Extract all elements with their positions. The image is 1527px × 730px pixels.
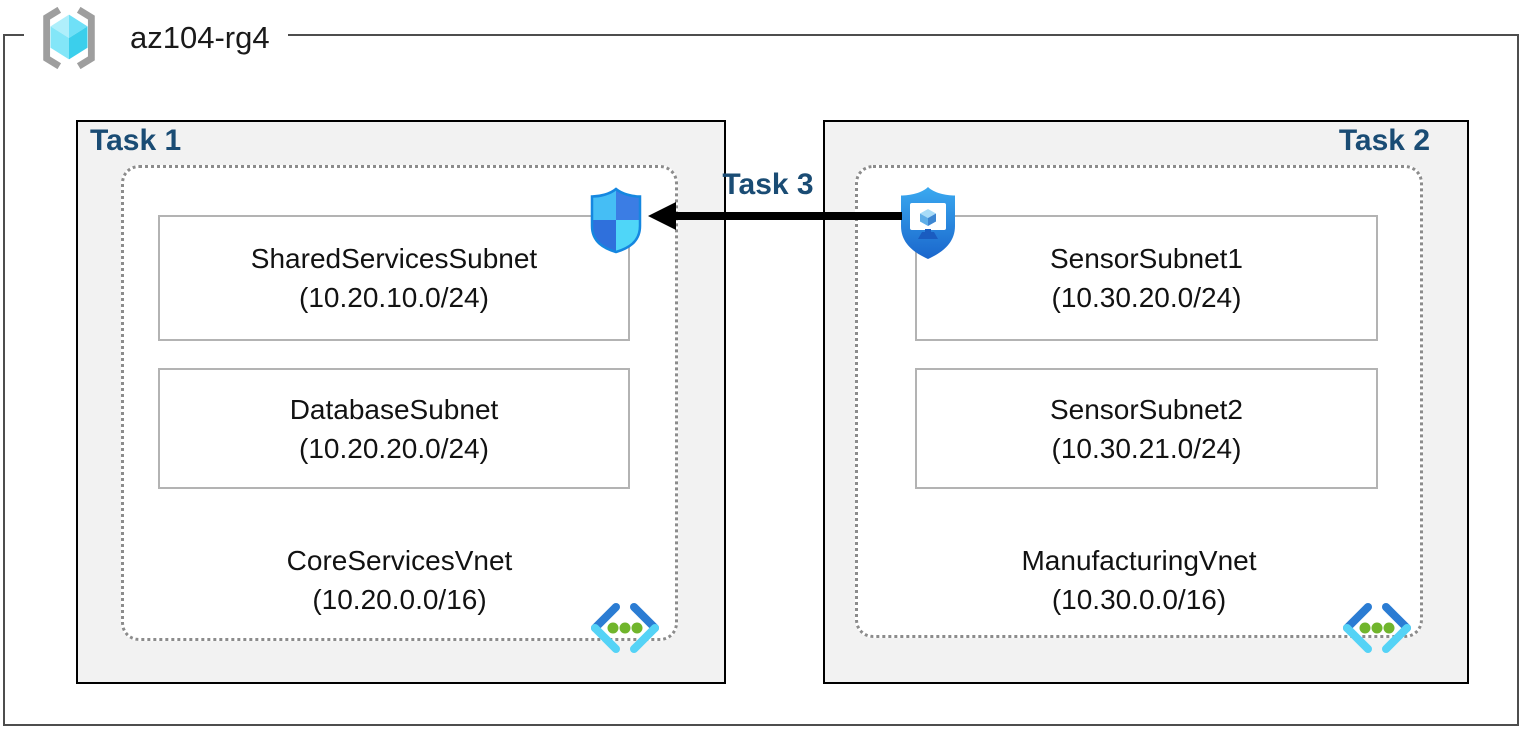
- task1-label: Task 1: [90, 124, 182, 157]
- subnet-cidr: (10.20.10.0/24): [299, 282, 489, 313]
- subnet-cidr: (10.30.20.0/24): [1051, 282, 1242, 313]
- vnet1-label: CoreServicesVnet (10.20.0.0/16): [121, 541, 678, 619]
- subnet-name: SensorSubnet1: [1049, 243, 1244, 274]
- task3-label: Task 3: [722, 168, 814, 201]
- resource-group-header: az104-rg4: [24, 2, 288, 74]
- task3-arrow-icon: [648, 202, 902, 230]
- subnet-cidr: (10.30.21.0/24): [1051, 432, 1242, 464]
- subnet-name: DatabaseSubnet: [289, 393, 499, 425]
- virtual-network-icon: [591, 603, 659, 653]
- task2-label: Task 2: [1338, 124, 1430, 157]
- subnet-box-sharedservices: SharedServicesSubnet (10.20.10.0/24): [158, 215, 630, 341]
- bastion-icon: [901, 187, 955, 259]
- vnet-name: ManufacturingVnet: [1021, 545, 1257, 576]
- subnet-box-sensor2: SensorSubnet2 (10.30.21.0/24): [915, 368, 1378, 489]
- resource-group-icon: [43, 6, 95, 70]
- vnet-name: CoreServicesVnet: [286, 545, 513, 576]
- subnet-box-sensor1: SensorSubnet1 (10.30.20.0/24): [915, 215, 1378, 341]
- vnet-cidr: (10.20.0.0/16): [312, 584, 487, 615]
- vnet2-label: ManufacturingVnet (10.30.0.0/16): [855, 541, 1423, 619]
- subnet-cidr: (10.20.20.0/24): [299, 432, 489, 464]
- resource-group-label: az104-rg4: [130, 20, 270, 55]
- subnet-name: SensorSubnet2: [1049, 393, 1244, 425]
- subnet-name: SharedServicesSubnet: [250, 243, 538, 274]
- virtual-network-icon: [1343, 603, 1411, 653]
- defender-shield-icon: [590, 187, 642, 254]
- subnet-box-database: DatabaseSubnet (10.20.20.0/24): [158, 368, 630, 489]
- vnet-cidr: (10.30.0.0/16): [1051, 584, 1227, 615]
- resource-group-border: [3, 34, 1519, 726]
